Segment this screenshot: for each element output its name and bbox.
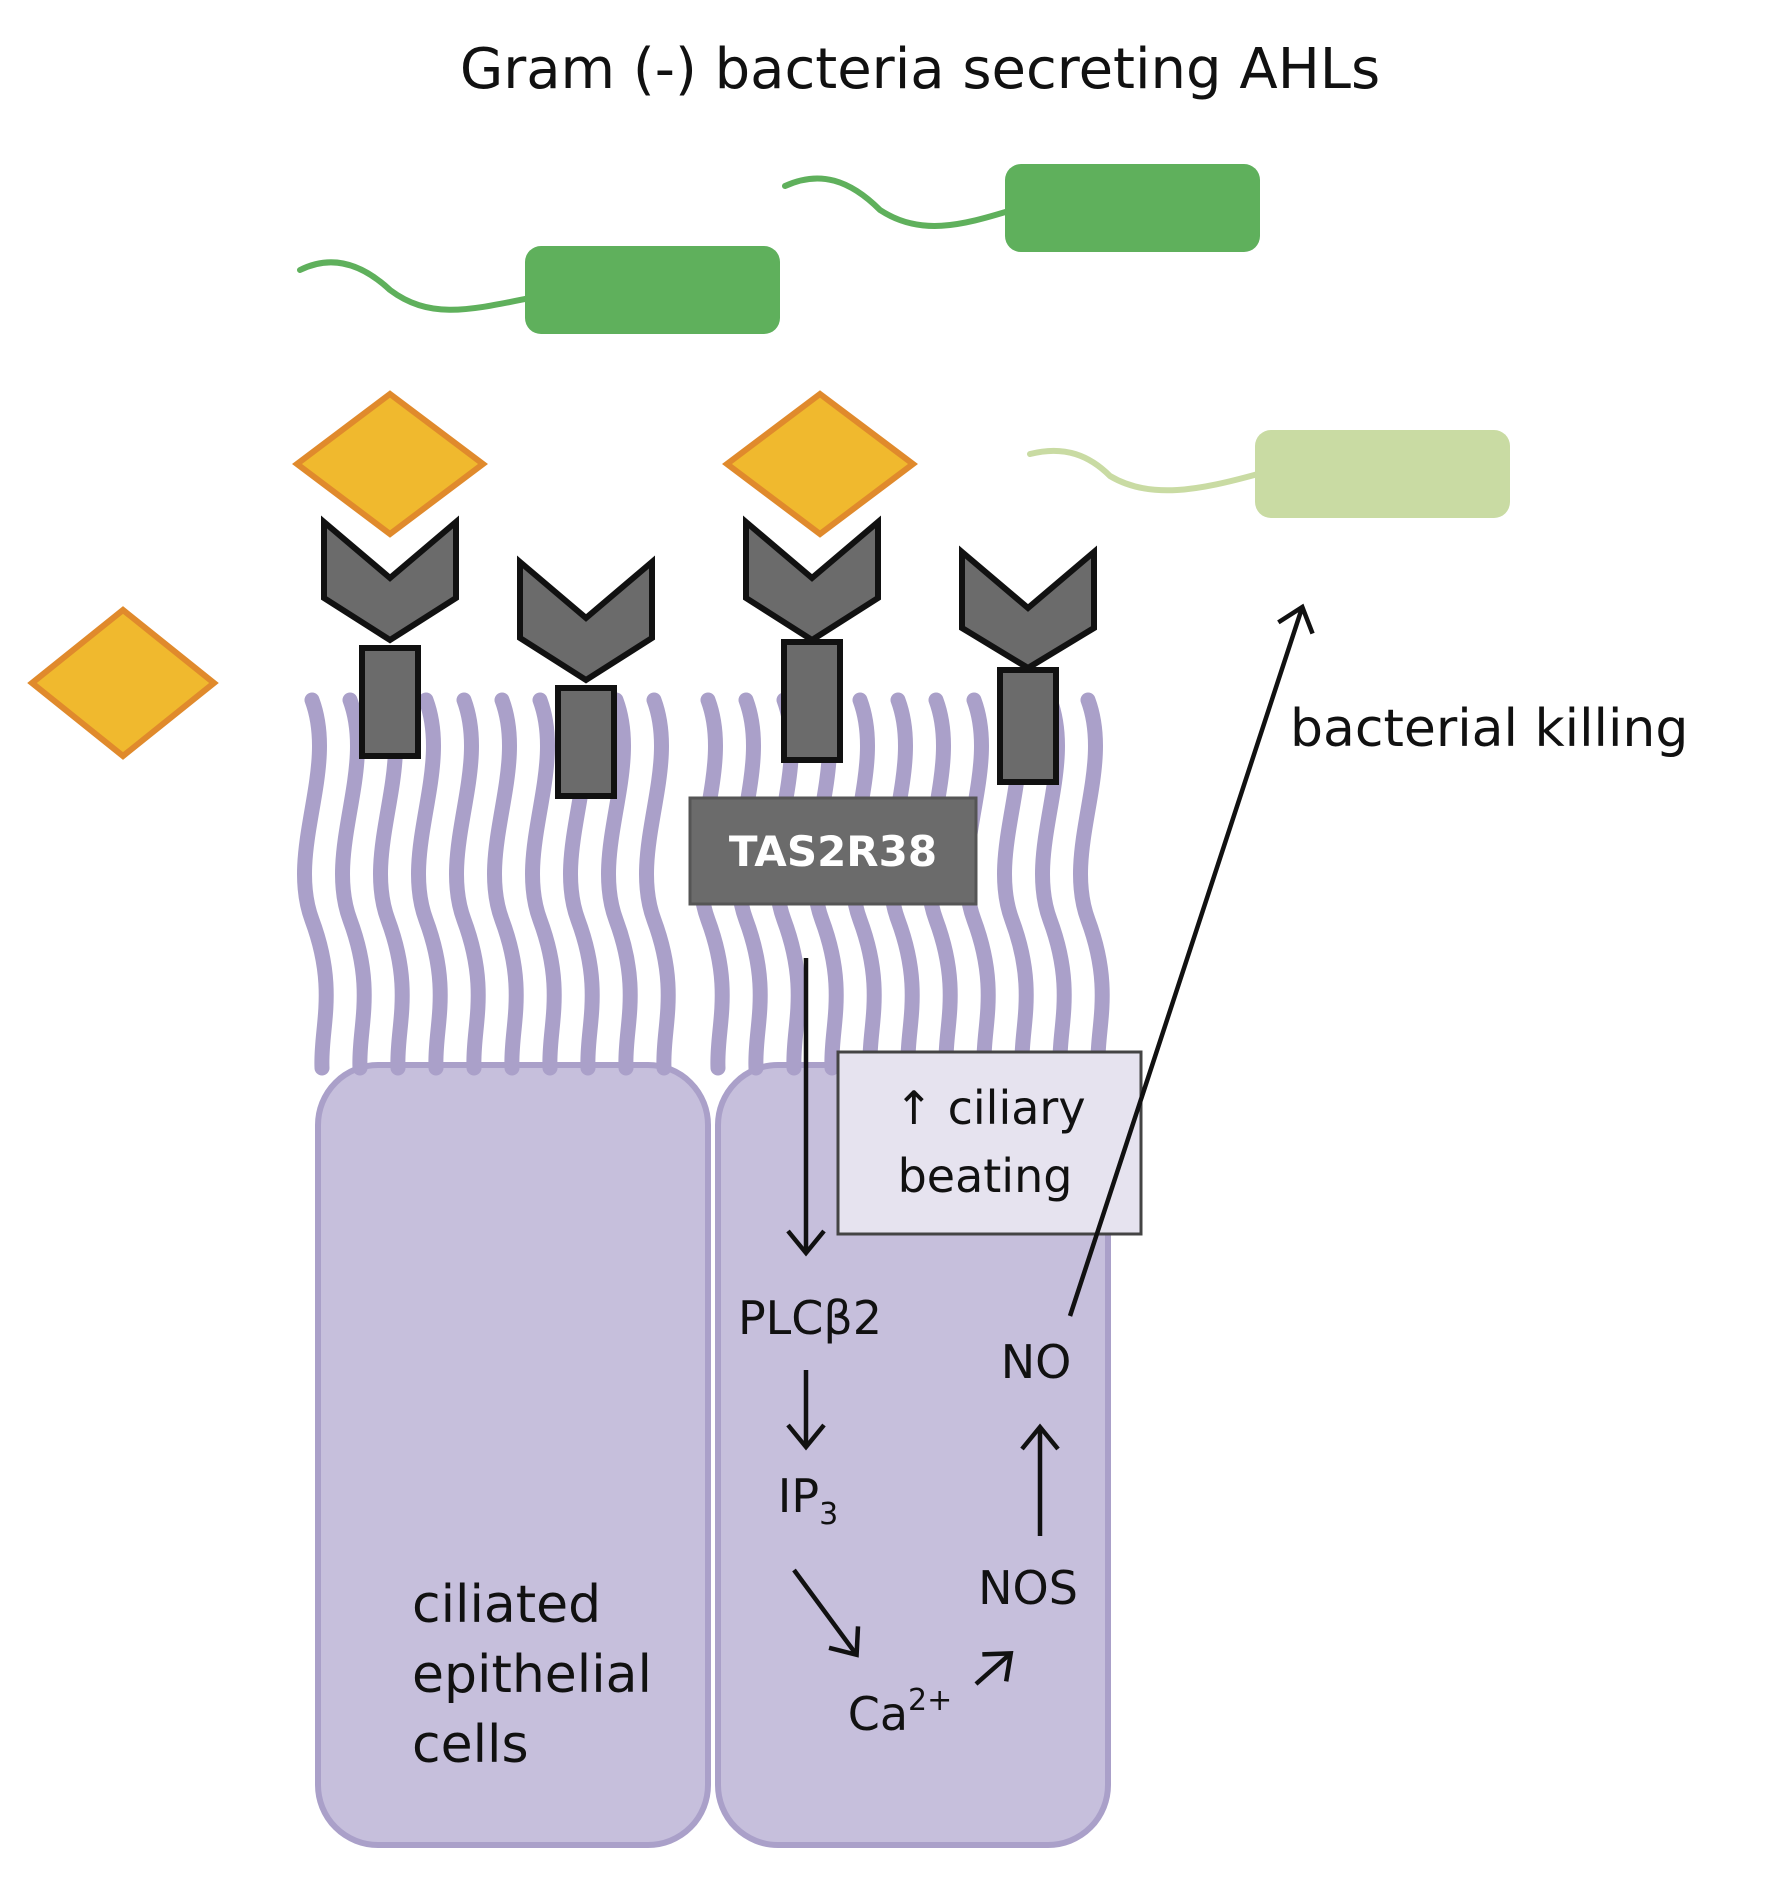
ca2-label: Ca2+ [848, 1683, 953, 1741]
arrow-ca-to-nos [974, 1650, 1014, 1686]
cilium [449, 692, 486, 1076]
cilium [959, 692, 996, 1076]
cilium [335, 692, 372, 1076]
receptor-2 [517, 555, 655, 799]
bacterium-2 [782, 164, 1260, 252]
tas2r38-receptor-label: TAS2R38 [688, 796, 978, 906]
ahl-molecule [27, 606, 219, 760]
cilium [731, 692, 768, 1076]
bacterium-1 [297, 246, 780, 334]
receptor-3 [743, 515, 881, 763]
cilium [883, 692, 920, 1076]
cilium [525, 692, 562, 1076]
arrow-ip3-to-ca [792, 1568, 861, 1658]
cilium [693, 692, 730, 1076]
cilium [487, 692, 524, 1076]
ciliary-beating-line-2: beating [898, 1149, 1073, 1203]
cilium [297, 692, 334, 1076]
cilium [373, 692, 410, 1076]
ahl-molecule [292, 390, 488, 538]
svg-text:TAS2R38: TAS2R38 [729, 827, 937, 876]
ciliary-beating-box: ↑ ciliary beating [836, 1050, 1143, 1236]
cilium [639, 692, 676, 1076]
nos-label: NOS [978, 1561, 1078, 1615]
bacterial-killing-label: bacterial killing [1290, 699, 1688, 759]
cilium [921, 692, 958, 1076]
no-label: NO [1001, 1335, 1072, 1389]
cilium [601, 692, 638, 1076]
arrow-no-to-killing [1067, 603, 1315, 1317]
cell-label-line-2: epithelial [412, 1645, 652, 1705]
receptor-4 [959, 545, 1097, 785]
cilium [845, 692, 882, 1076]
ciliary-beating-line-1: ↑ ciliary [894, 1081, 1085, 1135]
cilia [297, 692, 1110, 1076]
cilium [411, 692, 448, 1076]
plc-beta2-label: PLCβ2 [738, 1291, 882, 1345]
ip3-label: IP3 [778, 1469, 838, 1532]
diagram-title: Gram (-) bacteria secreting AHLs [460, 37, 1380, 102]
receptor-1 [321, 515, 459, 759]
cilium [1073, 692, 1110, 1076]
cell-label-line-1: ciliated [412, 1575, 601, 1635]
cell-label-line-3: cells [412, 1715, 529, 1775]
bacterium-faded [1027, 430, 1510, 518]
ahl-molecule [722, 390, 918, 538]
